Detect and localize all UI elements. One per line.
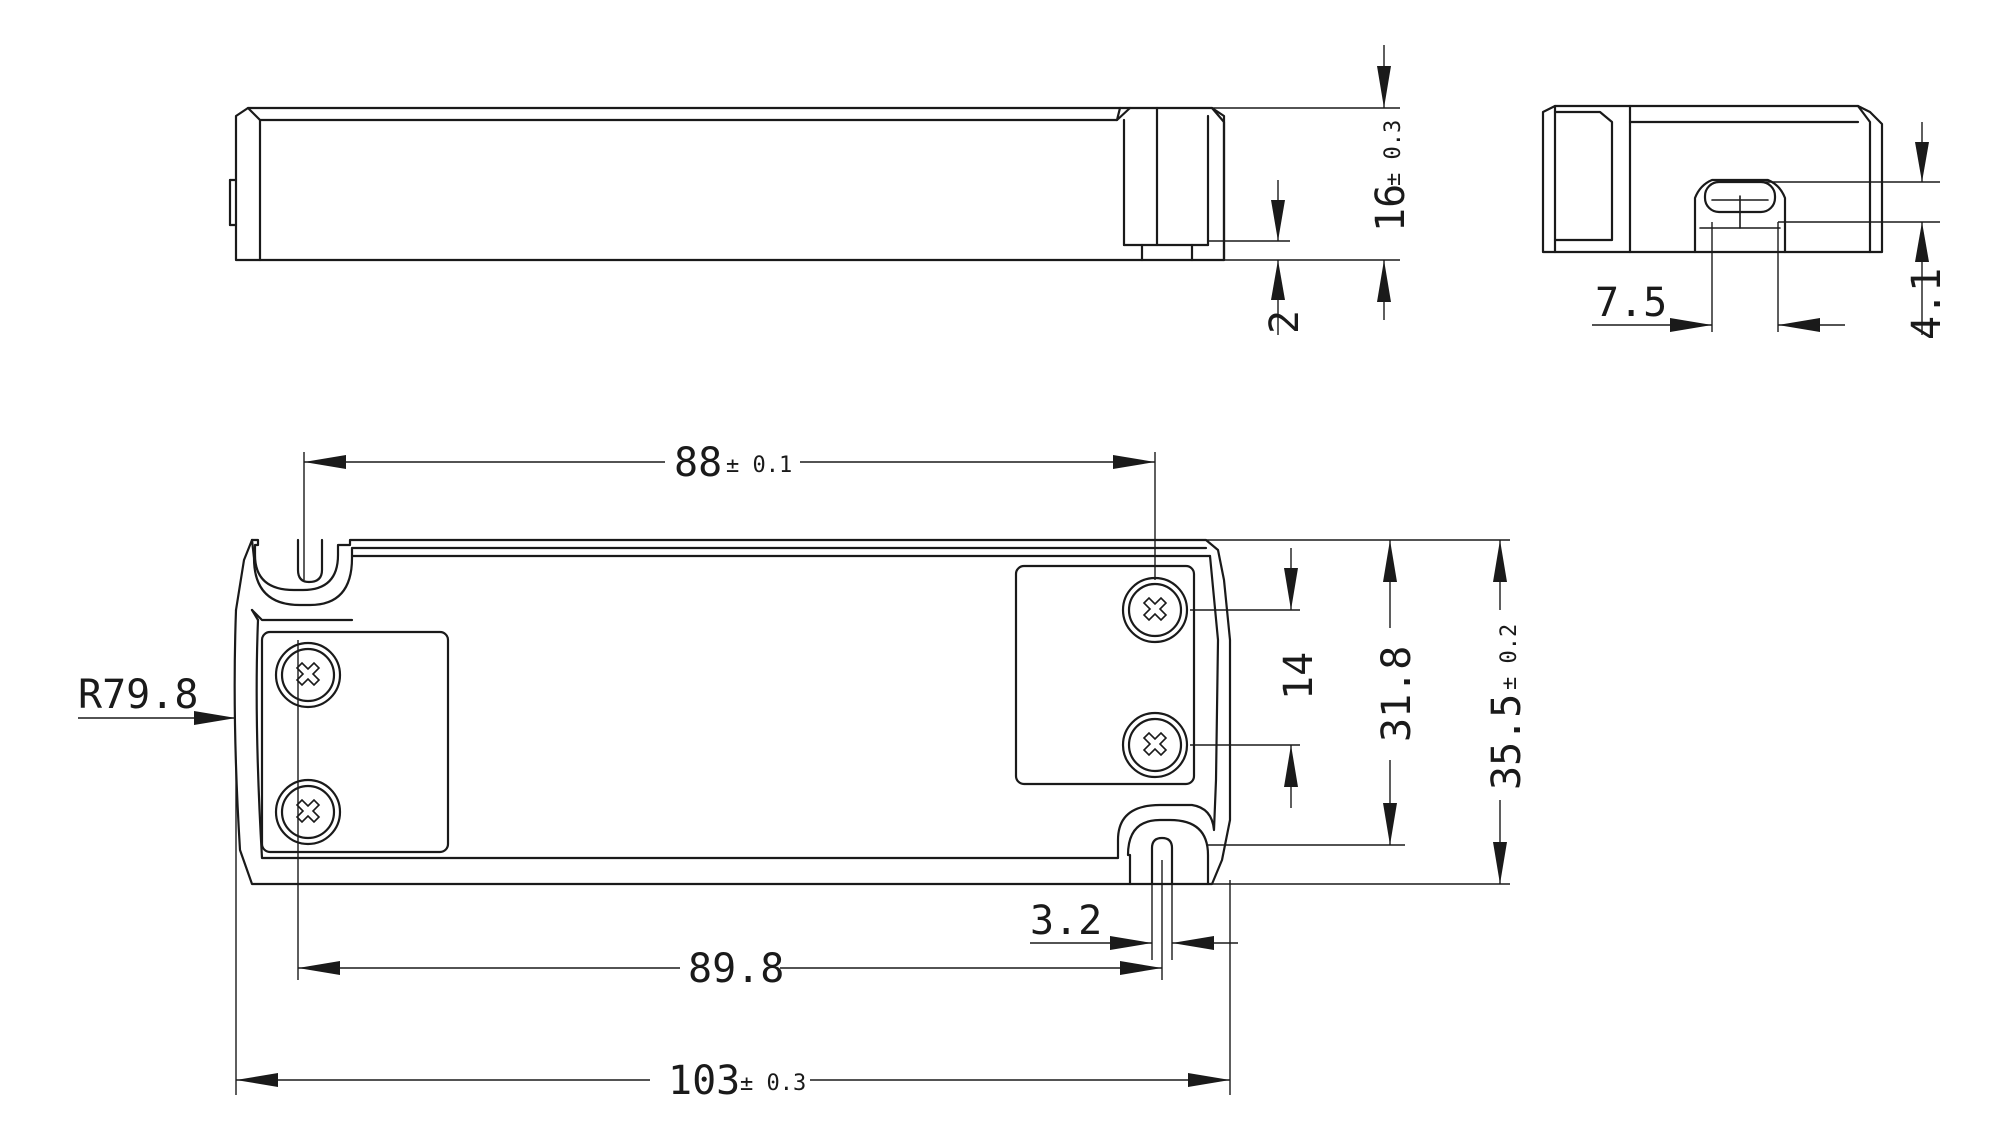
screw-top-left — [274, 641, 342, 709]
screw-bottom-right — [1121, 711, 1189, 779]
dim-side-pin-width-value: 7.5 — [1595, 280, 1667, 326]
dim-overall-length-value: 103 — [668, 1058, 740, 1104]
dim-screw-spacing-value: 14 — [1276, 652, 1322, 700]
dim-top-pin-value: 2 — [1262, 310, 1308, 334]
dim-overall-length-tol: ± 0.3 — [740, 1071, 806, 1096]
side-view — [1541, 104, 1940, 335]
front-view — [228, 45, 1400, 335]
screw-top-right — [1121, 576, 1189, 644]
plan-view — [78, 452, 1510, 1095]
dim-hole-spacing-value: 88 — [674, 440, 722, 486]
screw-bottom-left — [274, 778, 342, 846]
dim-radius-value: R79.8 — [78, 672, 198, 718]
dim-hole-spacing-tol: ± 0.1 — [726, 453, 792, 478]
dim-inner-height-value: 31.8 — [1374, 646, 1420, 742]
dim-overall-height-tol: ± 0.2 — [1497, 624, 1522, 690]
dim-top-height-tol: ± 0.3 — [1381, 120, 1406, 186]
dim-slot-width-value: 3.2 — [1030, 898, 1102, 944]
dim-side-pin-height-value: 4.1 — [1904, 268, 1950, 340]
dim-inner-length-value: 89.8 — [688, 946, 784, 992]
dim-overall-height-value: 35.5 — [1484, 694, 1530, 790]
dim-top-height-value: 16 — [1368, 184, 1414, 232]
